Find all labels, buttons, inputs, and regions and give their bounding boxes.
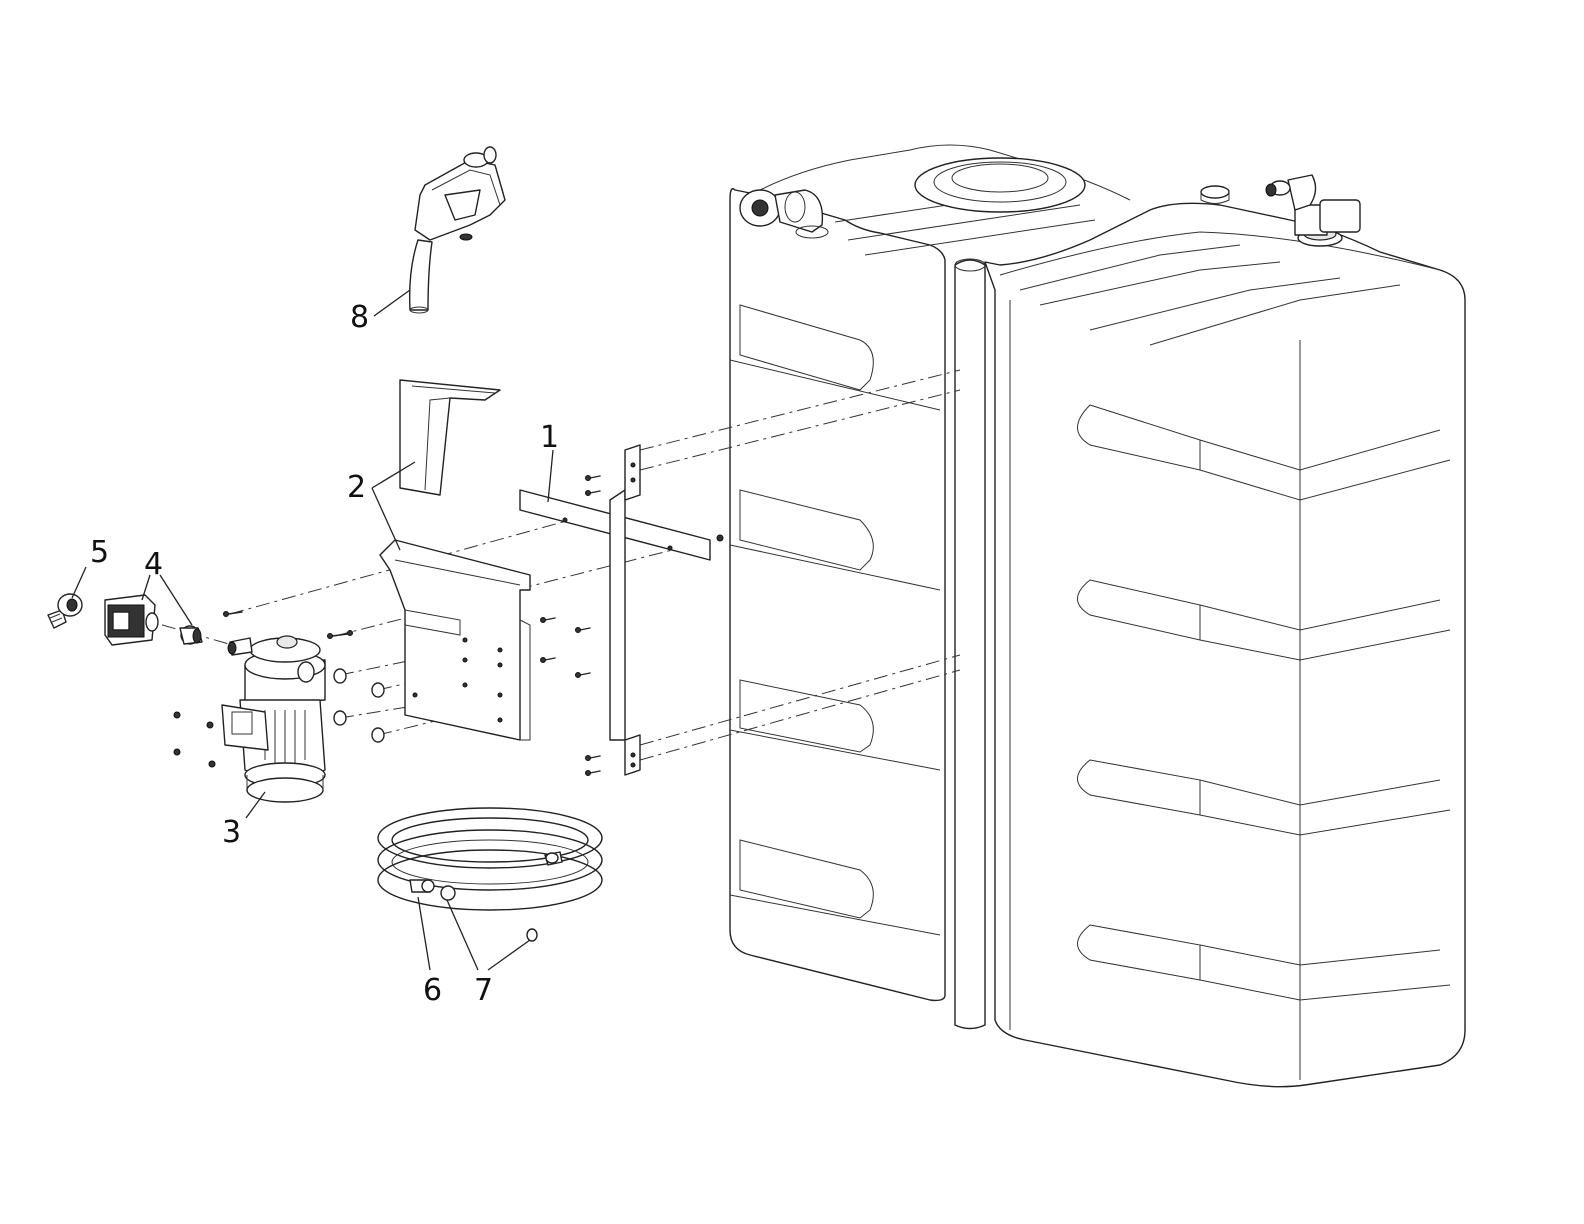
assembly-lines [109, 369, 961, 761]
callout-5: 5 [90, 535, 109, 570]
callout-6: 6 [423, 973, 442, 1008]
electric-pump [173, 635, 326, 803]
tank [729, 144, 1466, 1088]
swivel-fitting [47, 593, 83, 629]
nozzle-holder [399, 379, 501, 496]
callout-8: 8 [350, 300, 369, 335]
pump-screws [173, 711, 216, 768]
tank-center-column [954, 258, 986, 1030]
washers [333, 668, 385, 743]
callout-7: 7 [474, 973, 493, 1008]
tank-vent-cap [1200, 185, 1230, 204]
pump-mounting-plate [223, 539, 591, 743]
callouts: 1 2 3 4 5 6 7 8 [90, 300, 559, 1008]
tank-left-fitting [739, 189, 829, 239]
plate-screws [223, 611, 591, 678]
mounting-bracket-assembly [519, 444, 724, 776]
tank-left-slots [729, 304, 941, 936]
delivery-hose-coil [377, 807, 603, 942]
dispensing-nozzle [409, 146, 506, 314]
callout-3: 3 [222, 815, 241, 850]
callout-2: 2 [347, 470, 366, 505]
tank-inspection-hatch [914, 157, 1086, 213]
hose-clamps [440, 885, 538, 942]
callout-1: 1 [540, 420, 559, 455]
flow-meter [104, 594, 159, 646]
bracket-screws [585, 475, 601, 776]
leader-lines [71, 289, 554, 971]
callout-4: 4 [144, 547, 163, 582]
meter-adapter [179, 625, 203, 645]
tank-right-fitting [1265, 174, 1361, 247]
tank-right-slots [1009, 300, 1451, 1080]
